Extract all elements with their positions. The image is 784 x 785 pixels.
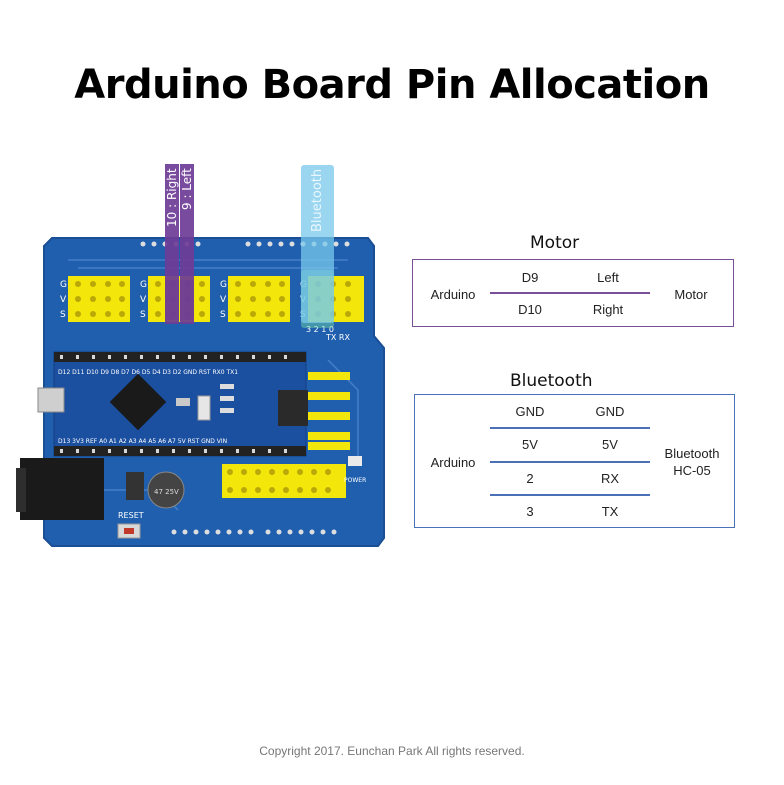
motor-row-1-device: Left [597, 270, 619, 285]
reset-label: RESET [118, 511, 144, 520]
nano-board: D12 D11 D10 D9 D8 D7 D6 D5 D4 D3 D2 GND … [37, 351, 307, 457]
power-jack [20, 458, 104, 520]
gvs-v: V [60, 295, 67, 305]
side-header-black [278, 390, 308, 426]
svg-text:V: V [140, 295, 147, 305]
board-svg: G V S GVS GVS GVS 3 2 1 0 TX RX [16, 237, 385, 547]
svg-text:G: G [220, 280, 227, 290]
bluetooth-table [414, 394, 735, 528]
capacitor [147, 471, 185, 509]
bt-row-3-arduino: 2 [526, 471, 534, 486]
bt-device-label-1: Bluetooth [664, 446, 720, 461]
nano-top-labels: D12 D11 D10 D9 D8 D7 D6 D5 D4 D3 D2 GND … [58, 369, 238, 376]
gvs-s: S [60, 310, 66, 320]
bottom-header-holes [171, 529, 337, 535]
motor-table [412, 259, 734, 327]
bt-row-2-device: 5V [602, 437, 618, 452]
gvs-g: G [60, 280, 67, 290]
bt-row-1-arduino: GND [515, 404, 545, 419]
svg-text:47 25V: 47 25V [154, 488, 179, 496]
bt-row-2-arduino: 5V [522, 437, 538, 452]
nano-reset-button [197, 395, 211, 421]
bt-divider-3 [490, 494, 650, 496]
svg-text:S: S [140, 310, 146, 320]
bt-row-4-device: TX [601, 504, 619, 519]
power-label: POWER [344, 477, 366, 484]
pin10-right-tag: 10 : Right [165, 164, 179, 324]
motor-row-1-arduino: D9 [521, 270, 539, 285]
bluetooth-tag: Bluetooth [301, 165, 334, 323]
motor-row-2-device: Right [592, 302, 624, 317]
motor-row-2-arduino: D10 [518, 302, 542, 317]
nano-bottom-labels: D13 3V3 REF A0 A1 A2 A3 A4 A5 A6 A7 5V R… [58, 438, 227, 445]
pin-number-labels: 3 2 1 0 TX RX [306, 325, 350, 342]
svg-text:3 2 1 0: 3 2 1 0 [306, 325, 334, 334]
svg-text:TX RX: TX RX [325, 333, 350, 342]
bt-divider-1 [490, 427, 650, 429]
usb-connector [37, 387, 65, 413]
pin9-left-tag: 9 : Left [180, 164, 194, 324]
bt-row-3-device: RX [600, 471, 620, 486]
motor-arduino-label: Arduino [430, 287, 476, 302]
page-title: Arduino Board Pin Allocation [74, 62, 710, 108]
svg-text:V: V [220, 295, 227, 305]
motor-divider [490, 292, 650, 294]
bt-row-1-device: GND [595, 404, 625, 419]
bt-arduino-label: Arduino [430, 455, 476, 470]
motor-device-label: Motor [674, 287, 708, 302]
arduino-board-illustration: G V S GVS GVS GVS 3 2 1 0 TX RX [8, 160, 398, 560]
bluetooth-title: Bluetooth [510, 371, 593, 391]
bt-device-label-2: HC-05 [673, 463, 711, 478]
svg-text:S: S [220, 310, 226, 320]
right-yellow-headers [308, 372, 350, 450]
bt-row-4-arduino: 3 [526, 504, 534, 519]
motor-title: Motor [530, 233, 580, 253]
copyright-notice: Copyright 2017. Eunchan Park All rights … [259, 744, 525, 758]
bt-divider-2 [490, 461, 650, 463]
svg-text:G: G [140, 280, 147, 290]
